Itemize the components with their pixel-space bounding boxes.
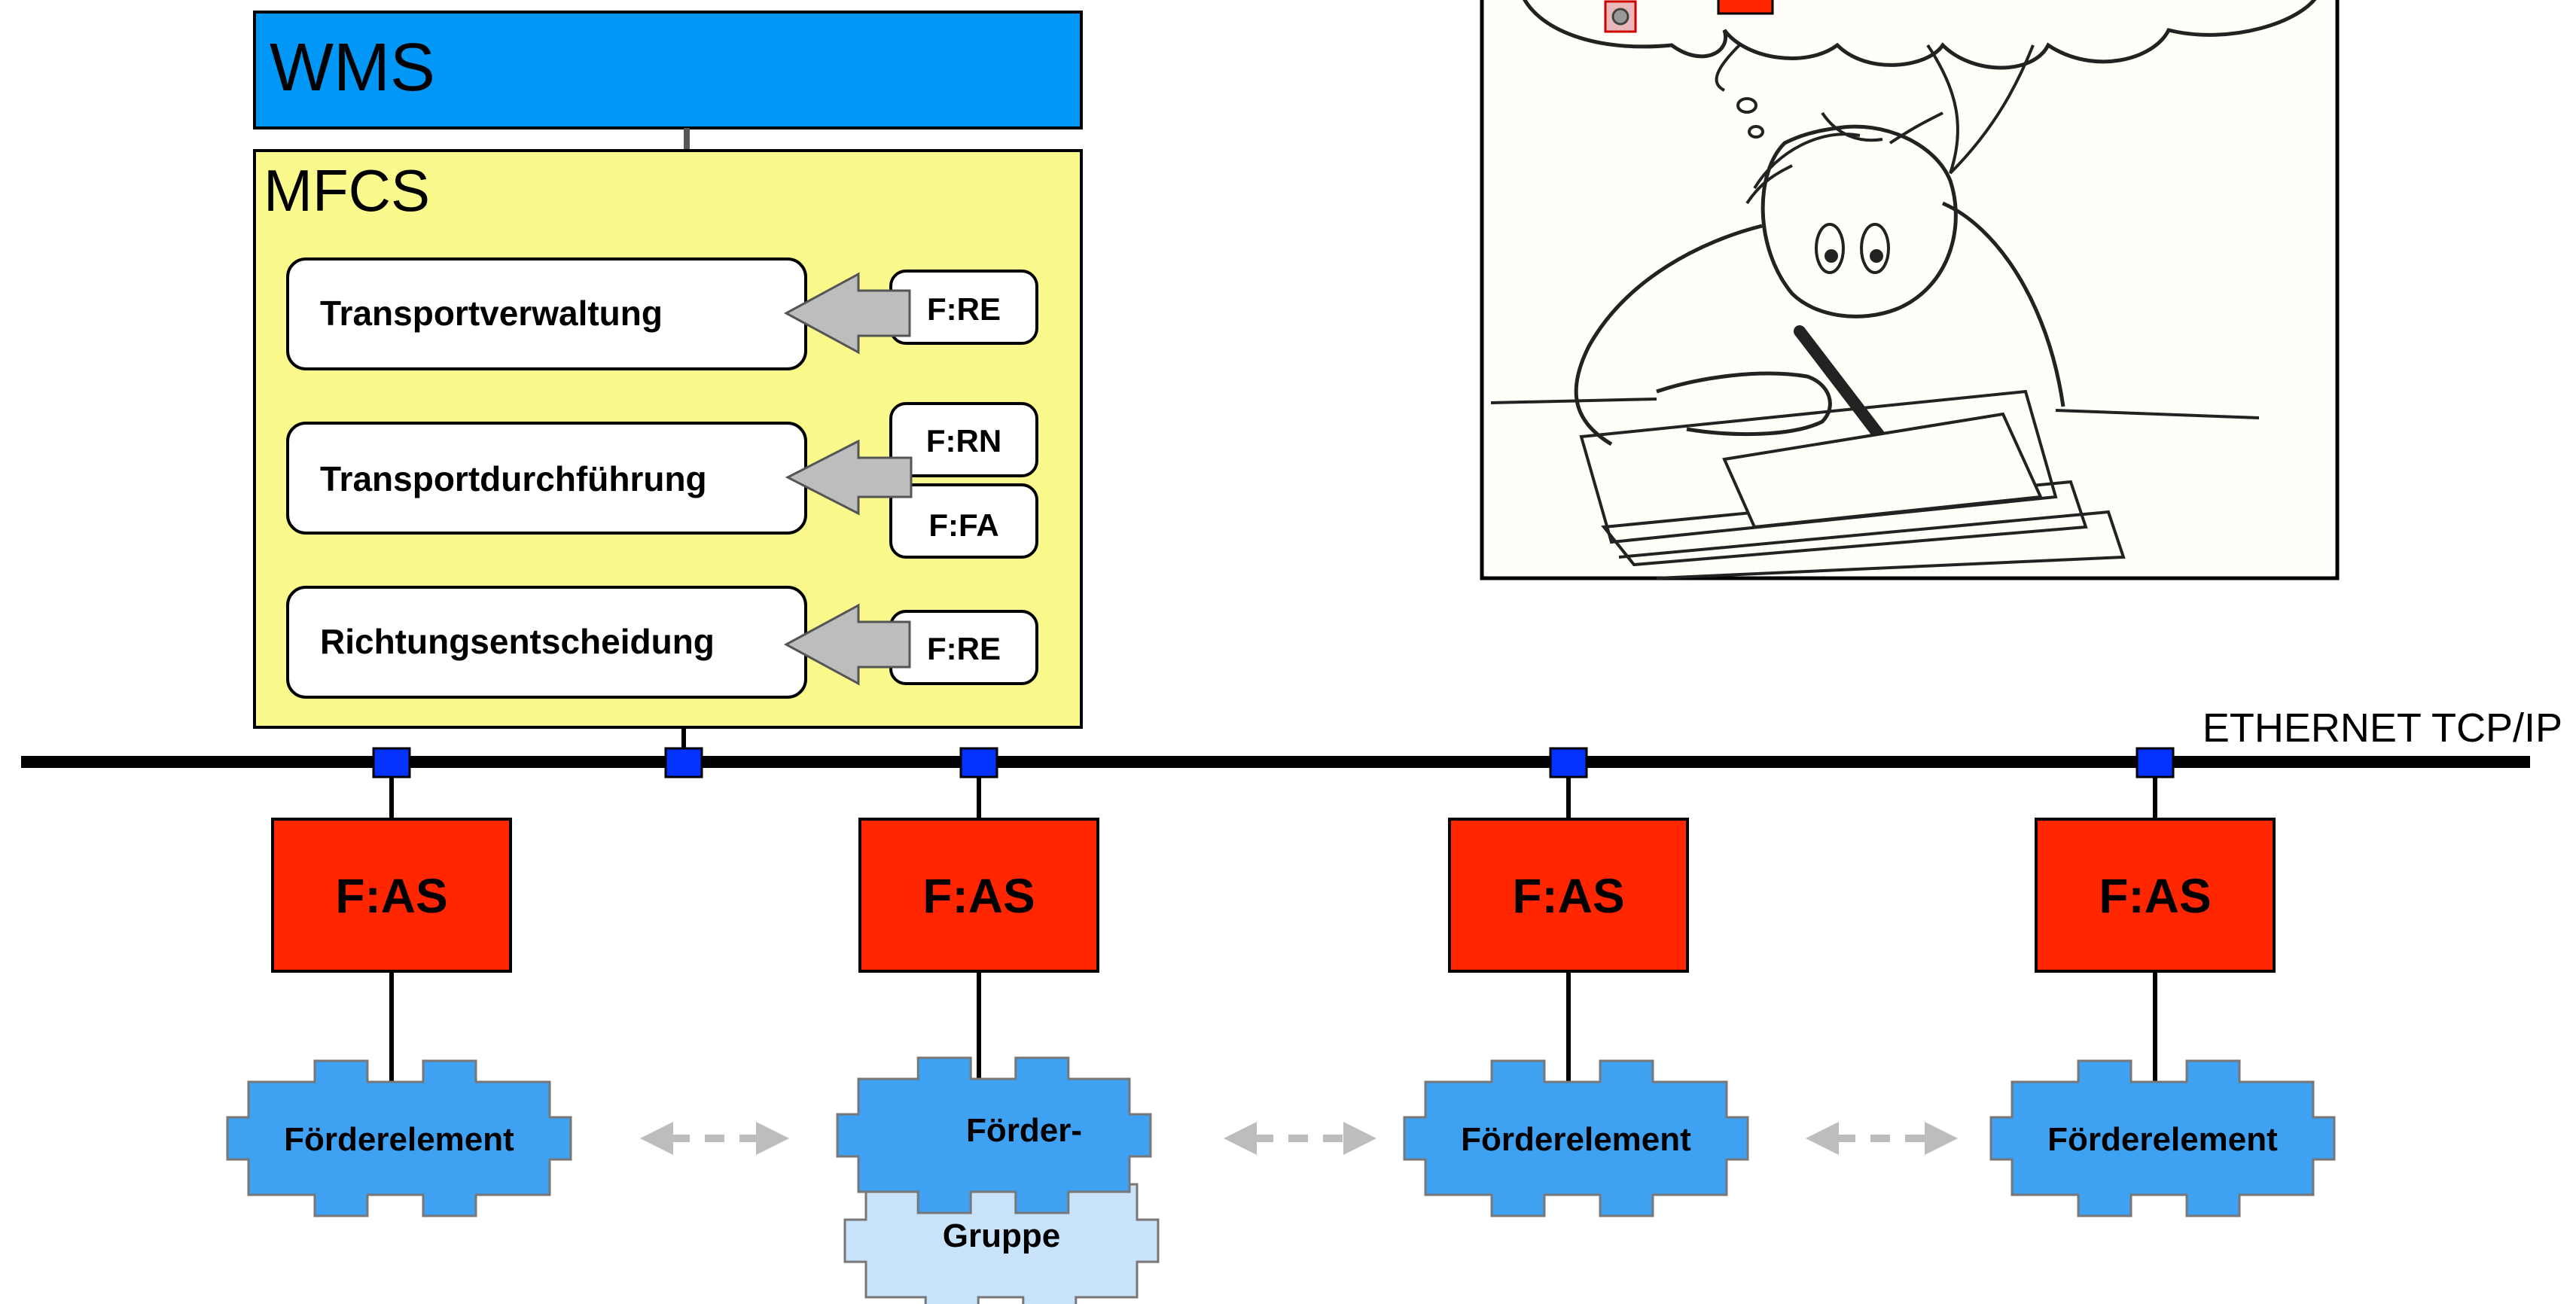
function-label: Richtungsentscheidung — [320, 622, 715, 661]
arrowhead-right-icon — [1925, 1122, 1958, 1155]
puzzle-piece-upper — [836, 1056, 1152, 1214]
person-pupil-right — [1870, 249, 1883, 263]
controller-box-fas — [858, 818, 1099, 973]
input-label: F:RE — [927, 631, 1001, 666]
conveyor-element-label: Förderelement — [284, 1121, 514, 1158]
person-arm — [1656, 371, 1832, 437]
arrowhead-right-icon — [1343, 1122, 1376, 1155]
controller-column: F:AS Förderelement — [1989, 747, 2336, 1217]
controller-label: F:AS — [335, 869, 447, 923]
input-label: F:RE — [927, 291, 1001, 327]
bubble-icon-red — [1717, 0, 1774, 15]
bus-node — [2135, 747, 2175, 778]
controller-column: F:AS Förderelement — [1403, 747, 1749, 1217]
input-box-frn — [889, 402, 1038, 477]
speech-tail — [1926, 44, 2035, 175]
person-eye-left — [1815, 223, 1845, 274]
puzzle-piece-conveyor-element — [1989, 1059, 2336, 1217]
arrowhead-left-icon — [640, 1122, 673, 1155]
puzzle-piece-conveyor-element — [226, 1059, 572, 1217]
controller-box-fas — [2035, 818, 2276, 973]
input-box-ffa — [889, 483, 1038, 559]
bus-node — [959, 747, 998, 778]
thought-bubble — [1523, 0, 2317, 70]
input-arrow-2 — [785, 439, 913, 516]
function-label: Transportverwaltung — [320, 294, 663, 333]
table-line — [1490, 398, 2260, 419]
arrowhead-right-icon — [756, 1122, 789, 1155]
person-pupil-left — [1825, 249, 1838, 263]
controller-column: F:AS Förderelement — [226, 747, 572, 1217]
input-arrow-1 — [783, 272, 911, 355]
thought-bubble-tail — [1715, 44, 1741, 92]
input-label: F:RN — [926, 423, 1001, 459]
conveyor-group-label: Förder- — [966, 1112, 1082, 1149]
thought-dot — [1748, 125, 1764, 139]
bus-node-mfcs — [664, 747, 703, 778]
arrowhead-left-icon — [1224, 1122, 1257, 1155]
person-eye-right — [1860, 223, 1890, 274]
wms-box — [253, 11, 1083, 129]
person-body — [1574, 201, 2065, 446]
controllers-group: F:AS Förderelement F:AS Förder- Gruppe F:AS Fö… — [226, 747, 2336, 1304]
wms-label: WMS — [270, 30, 435, 105]
person-head — [1761, 124, 1958, 318]
conveyor-element-label: Förderelement — [1461, 1121, 1691, 1158]
function-label: Transportdurchführung — [320, 459, 707, 498]
controller-box-fas — [271, 818, 512, 973]
controller-box-fas — [1448, 818, 1689, 973]
input-label: F:FA — [928, 507, 998, 543]
arrowhead-left-icon — [1806, 1122, 1839, 1155]
input-arrow-3 — [783, 603, 911, 686]
controller-label: F:AS — [922, 869, 1035, 923]
bus-node — [1549, 747, 1588, 778]
mfcs-label: MFCS — [264, 157, 430, 224]
thought-dot — [1736, 97, 1757, 114]
bubble-icon-dot — [1611, 8, 1629, 26]
ethernet-label: ETHERNET TCP/IP — [2203, 705, 2562, 751]
controller-column: F:AS Förder- Gruppe — [836, 747, 1160, 1304]
conveyor-group-label-2: Gruppe — [943, 1217, 1060, 1254]
conveyor-element-label: Förderelement — [2047, 1121, 2278, 1158]
controller-label: F:AS — [2099, 869, 2211, 923]
controller-label: F:AS — [1512, 869, 1624, 923]
paper-top — [1722, 412, 2043, 529]
bus-node — [372, 747, 411, 778]
neighbor-links-group — [640, 1122, 1958, 1155]
puzzle-piece-conveyor-element — [1403, 1059, 1749, 1217]
illustration-person-writing — [1480, 0, 2340, 580]
person-hair — [1745, 111, 1943, 205]
